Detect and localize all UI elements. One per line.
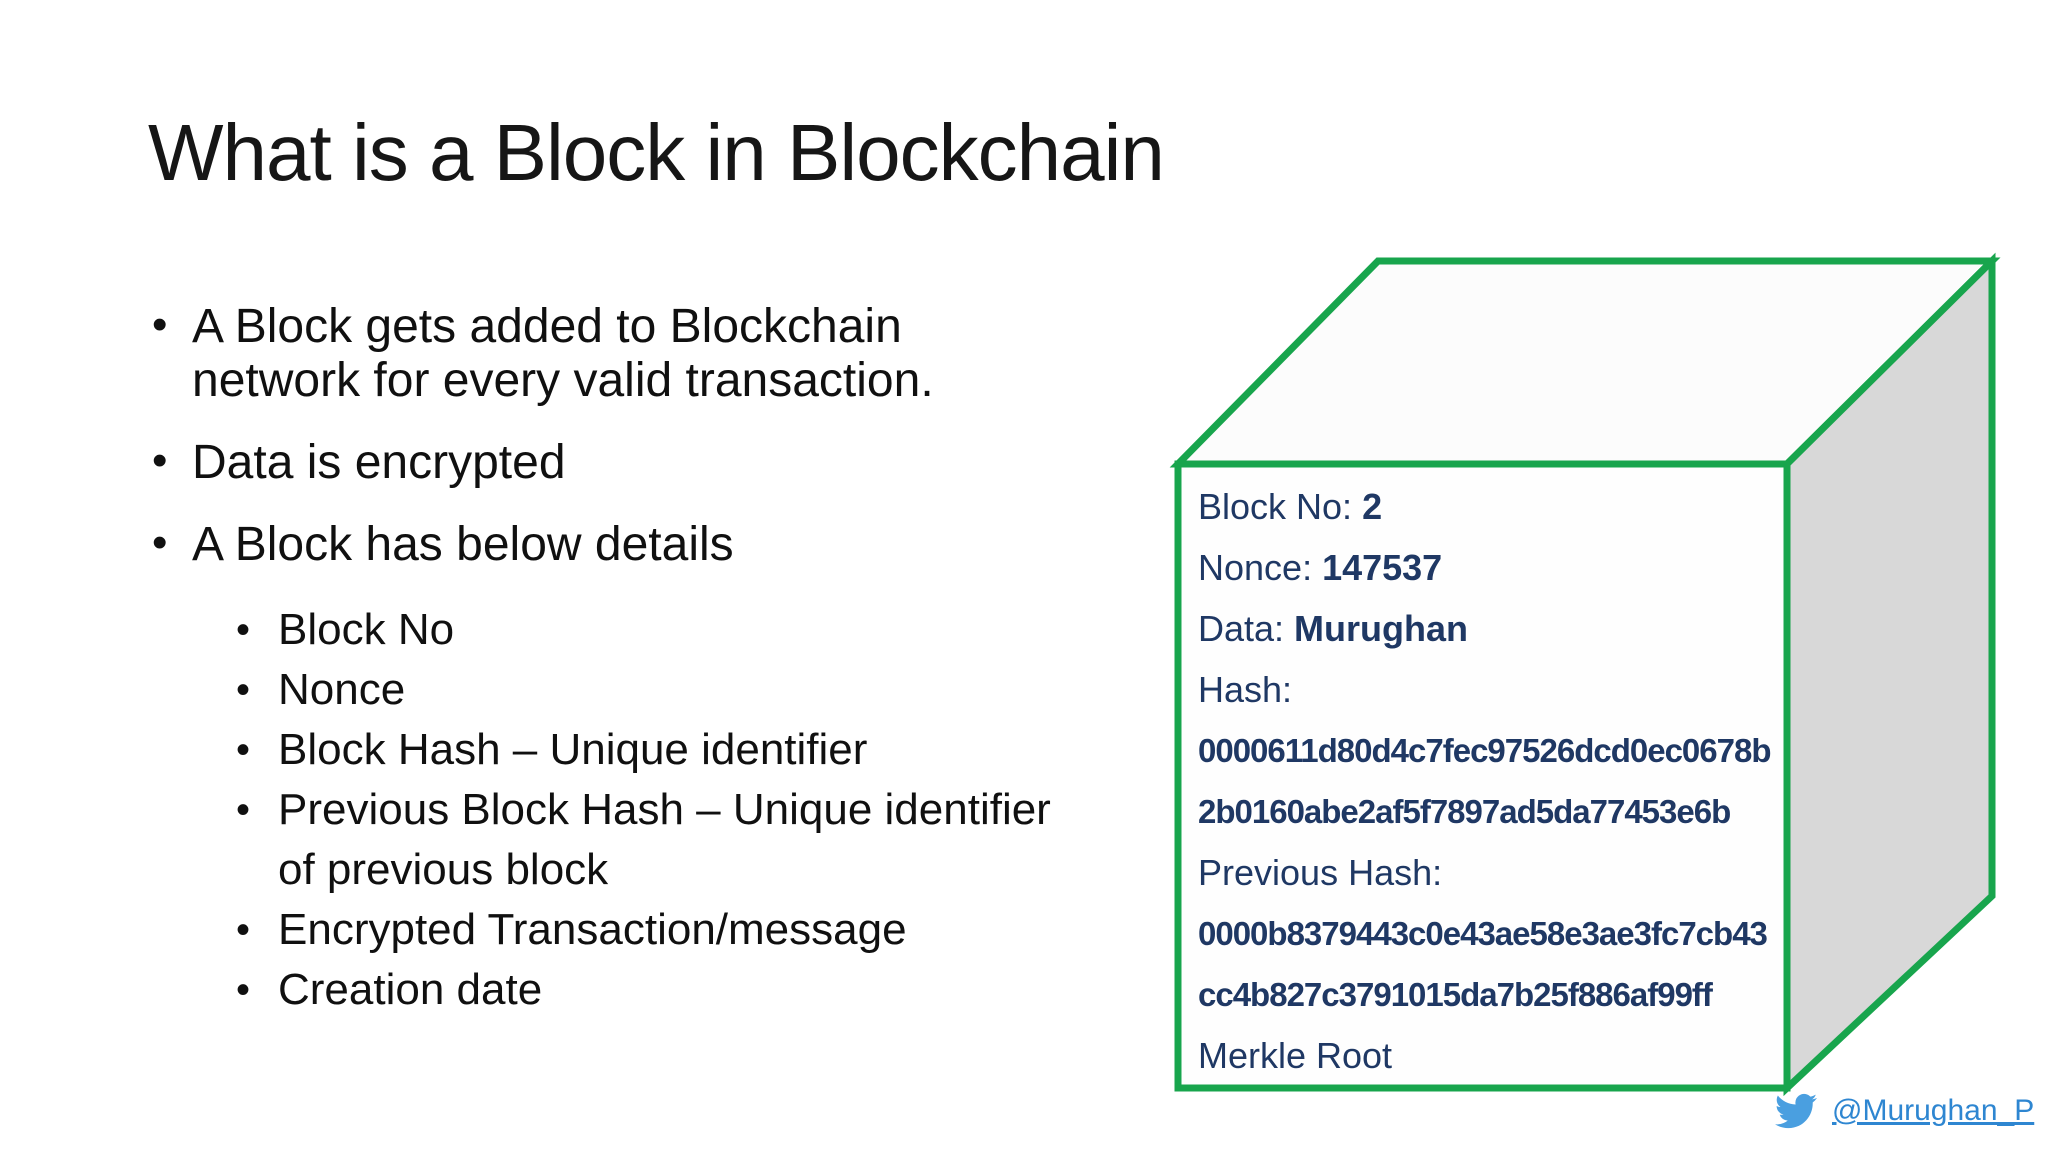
twitter-handle-link[interactable]: @Murughan_P	[1832, 1094, 2035, 1127]
bullet-line: Creation date	[278, 965, 543, 1014]
hash-value-line-1: 0000611d80d4c7fec97526dcd0ec0678b	[1198, 732, 1771, 769]
previous-hash-value-line-2: cc4b827c3791015da7b25f886af99ff	[1198, 976, 1713, 1013]
sub-bullet-item: Block Hash – Unique identifier	[236, 720, 1132, 780]
bullet-line: network for every valid transaction.	[192, 354, 934, 407]
twitter-icon	[1775, 1093, 1817, 1129]
bullet-line: of previous block	[278, 845, 609, 894]
bullet-line: Previous Block Hash – Unique identifier	[278, 785, 1051, 834]
bullet-line: Block Hash – Unique identifier	[278, 725, 868, 774]
data-line: Data: Murughan	[1198, 608, 1469, 649]
sub-bullet-item: Block No	[236, 600, 1132, 660]
bullet-item: A Block has below details	[152, 516, 1132, 572]
hash-label-line: Hash:	[1198, 669, 1293, 710]
merkle-root-line: Merkle Root	[1198, 1035, 1393, 1076]
nonce-line: Nonce: 147537	[1198, 547, 1443, 588]
footer-attribution: @Murughan_P	[1772, 1090, 2034, 1132]
sub-bullet-item: Previous Block Hash – Unique identifier …	[236, 780, 1132, 900]
sub-bullet-item: Nonce	[236, 660, 1132, 720]
bullet-line: Nonce	[278, 665, 406, 714]
bullet-line: Data is encrypted	[192, 436, 566, 489]
bullet-line: Encrypted Transaction/message	[278, 905, 907, 954]
bullet-item: Data is encrypted	[152, 434, 1132, 490]
previous-hash-label-line: Previous Hash:	[1198, 852, 1443, 893]
bullet-item: A Block gets added to Blockchain network…	[152, 298, 1132, 408]
page-title: What is a Block in Blockchain	[148, 108, 1165, 197]
sub-bullet-item: Creation date	[236, 960, 1132, 1020]
sub-bullet-item: Encrypted Transaction/message	[236, 900, 1132, 960]
block-details: Block No: 2 Nonce: 147537 Data: Murughan…	[1198, 476, 1776, 1086]
bullet-list: A Block gets added to Blockchain network…	[152, 298, 1132, 1020]
bullet-line: A Block gets added to Blockchain	[192, 300, 902, 353]
bullet-line: A Block has below details	[192, 518, 734, 571]
block-no-line: Block No: 2	[1198, 486, 1383, 527]
bullet-line: Block No	[278, 605, 455, 654]
sub-bullet-list: Block No Nonce Block Hash – Unique ident…	[236, 600, 1132, 1020]
previous-hash-value-line-1: 0000b8379443c0e43ae58e3ae3fc7cb43	[1198, 915, 1768, 952]
hash-value-line-2: 2b0160abe2af5f7897ad5da77453e6b	[1198, 793, 1731, 830]
cube-front-face	[1174, 460, 1791, 1092]
